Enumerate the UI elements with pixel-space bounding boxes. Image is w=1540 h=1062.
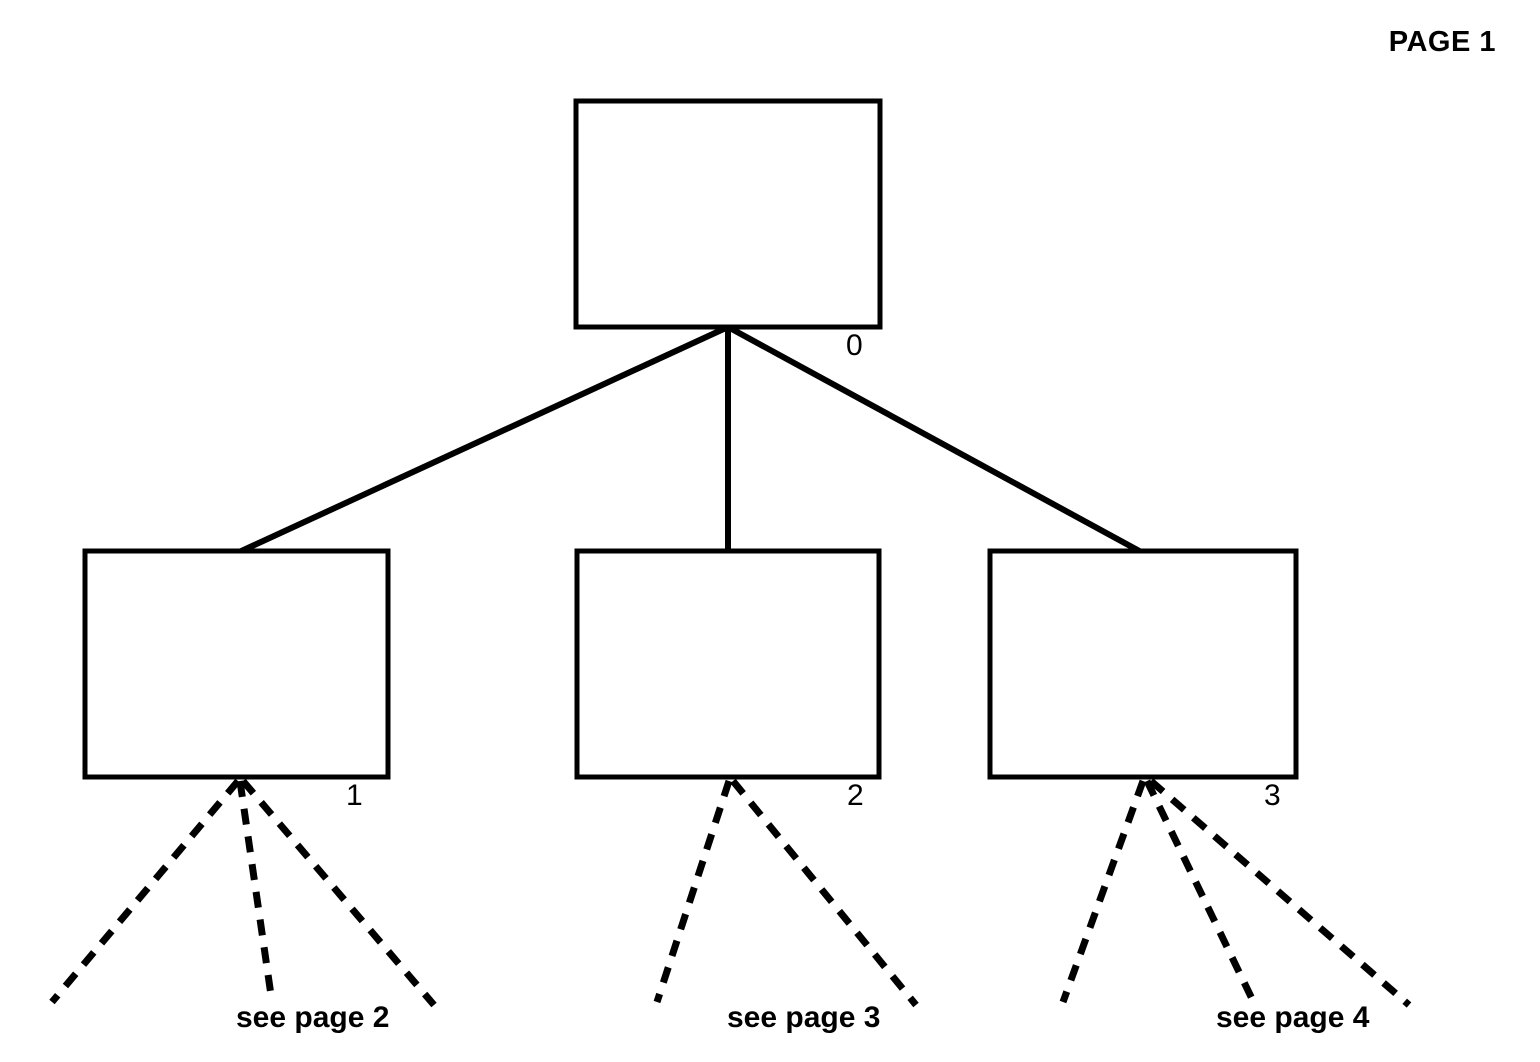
child-3-branch-b xyxy=(1143,779,1259,1007)
child-2-branch-a xyxy=(653,779,733,1004)
node-box-1[interactable] xyxy=(82,548,391,780)
node-number-label-0: 0 xyxy=(846,329,863,362)
dashed-connector-layer xyxy=(49,778,1412,1008)
ref-page-2[interactable]: see page 2 xyxy=(236,1001,390,1034)
child-2-branch-b xyxy=(730,778,919,1008)
child-1-branch-c xyxy=(240,778,437,1008)
ref-page-3[interactable]: see page 3 xyxy=(727,1001,881,1034)
root-to-child-1 xyxy=(235,324,730,556)
root-to-child-3 xyxy=(726,324,1145,556)
child-1-branch-a xyxy=(49,778,241,1005)
ref-page-4[interactable]: see page 4 xyxy=(1216,1001,1370,1034)
node-number-label-2: 2 xyxy=(847,779,864,812)
node-number-label-1: 1 xyxy=(346,779,363,812)
node-box-3[interactable] xyxy=(987,548,1299,780)
node-box-2[interactable] xyxy=(574,548,882,780)
page-title: PAGE 1 xyxy=(1388,26,1496,58)
node-box-0[interactable] xyxy=(573,98,883,330)
node-box-layer xyxy=(82,98,1299,780)
solid-connector-layer xyxy=(235,324,1145,556)
node-number-label-3: 3 xyxy=(1264,779,1281,812)
child-3-branch-c xyxy=(1148,778,1412,1008)
child-3-branch-a xyxy=(1059,779,1147,1004)
child-1-branch-b xyxy=(236,780,276,1003)
